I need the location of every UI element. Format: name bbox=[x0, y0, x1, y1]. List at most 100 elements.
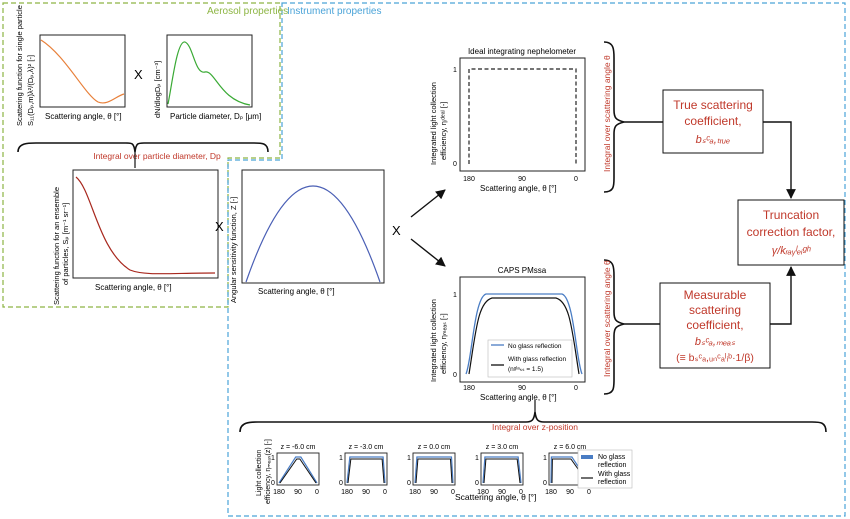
multiply-symbol-1: X bbox=[134, 67, 143, 82]
truncation-line3: γ/kᵣₐᵧˡₑᵢᵍʰ bbox=[772, 245, 811, 257]
integral-z-label: Integral over z-position bbox=[492, 422, 578, 432]
true-coef-line1: True scattering bbox=[673, 98, 753, 112]
nephelometer-ylabel-1: Integrated light collection bbox=[429, 82, 438, 165]
nephelometer-xtick-90: 90 bbox=[518, 176, 526, 183]
z-legend: No glass reflection With glass reflectio… bbox=[577, 449, 633, 489]
z-panel-ytick-0: 0 bbox=[543, 480, 547, 487]
angular-ylabel: Angular sensitivity function, Z [-] bbox=[229, 197, 238, 303]
z-panel-xtick: 0 bbox=[519, 489, 523, 496]
ensemble-curve bbox=[75, 176, 216, 275]
caps-legend-no-glass: No glass reflection bbox=[508, 343, 562, 350]
truncation-line1: Truncation bbox=[763, 208, 819, 222]
z-xlabel: Scattering angle, θ [°] bbox=[455, 492, 536, 502]
caps-xlabel: Scattering angle, θ [°] bbox=[480, 393, 557, 402]
caps-ylabel-1: Integrated light collection bbox=[429, 299, 438, 382]
caps-ylabel-2: efficiency, ηₘₑₐₛ [-] bbox=[439, 313, 448, 374]
z-panel-xtick: 90 bbox=[430, 489, 438, 496]
z-panel-xtick: 90 bbox=[498, 489, 506, 496]
z-curve-no-glass bbox=[482, 456, 522, 484]
integral-angle-label-top: Integral over scattering angle θ bbox=[602, 55, 612, 172]
z-panel-frame bbox=[344, 452, 388, 486]
single-particle-ylabel-2: S₁₁(Dₚ,m)λ²/(Dₚ,λ)² [-] bbox=[26, 55, 35, 126]
nephelometer-ytick-1: 1 bbox=[453, 67, 457, 74]
single-particle-curve bbox=[40, 39, 125, 104]
z-panel-ytick-0: 0 bbox=[271, 480, 275, 487]
z-panel-label: z = 6.0 cm bbox=[554, 444, 587, 451]
true-coefficient-box: True scattering coefficient, bₛᶜₐ,ₜᵣᵤₑ bbox=[662, 89, 764, 154]
z-panel-ytick-0: 0 bbox=[475, 480, 479, 487]
multiply-symbol-2: X bbox=[215, 219, 224, 234]
size-distribution-curve bbox=[167, 41, 251, 106]
z-panel-xtick: 0 bbox=[383, 489, 387, 496]
ensemble-ylabel-2: of particles, Sₚ [m⁻¹ sr⁻¹] bbox=[61, 203, 70, 285]
single-particle-xlabel: Scattering angle, θ [°] bbox=[45, 112, 122, 121]
caps-legend-with-glass: With glass reflection bbox=[508, 356, 567, 363]
caps-xtick-0: 0 bbox=[574, 385, 578, 392]
z-panel-label: z = 0.0 cm bbox=[418, 444, 451, 451]
arrow-measurable-to-truncation bbox=[770, 266, 796, 325]
nephelometer-title: Ideal integrating nephelometer bbox=[468, 47, 576, 56]
aerosol-region-title: Aerosol properties bbox=[207, 6, 288, 17]
z-panel-ytick-0: 0 bbox=[339, 480, 343, 487]
z-panel-frame bbox=[480, 452, 524, 486]
size-distribution-xlabel: Particle diameter, Dₚ [μm] bbox=[170, 112, 261, 121]
z-panel-xtick: 90 bbox=[566, 489, 574, 496]
angular-curve bbox=[245, 185, 381, 283]
z-panel-ytick-1: 1 bbox=[339, 455, 343, 462]
ensemble-scattering-panel: Scattering function for an ensemble of p… bbox=[52, 169, 219, 305]
nephelometer-ylabel-2: efficiency, ηᵢᵈᵉᵃˡ [-] bbox=[439, 102, 448, 160]
z-panel-xtick: 180 bbox=[341, 489, 353, 496]
z-panel-xtick: 90 bbox=[294, 489, 302, 496]
z-curve-with-glass bbox=[415, 458, 453, 484]
measurable-line2: scattering bbox=[689, 303, 741, 317]
z-panel-xtick: 180 bbox=[273, 489, 285, 496]
aerosol-region-border bbox=[2, 2, 281, 308]
angular-xlabel: Scattering angle, θ [°] bbox=[258, 287, 335, 296]
integral-angle-label-bottom: Integral over scattering angle θ bbox=[602, 260, 612, 377]
z-panel-label: z = 3.0 cm bbox=[486, 444, 519, 451]
arrow-true-to-truncation bbox=[763, 121, 796, 199]
z-legend-no-glass-1: No glass bbox=[598, 454, 626, 461]
caps-panel: CAPS PMssa No glass reflection With glas… bbox=[429, 266, 586, 402]
z-panel-xtick: 0 bbox=[315, 489, 319, 496]
arrow-to-nephelometer bbox=[410, 189, 446, 218]
z-panel-label: z = -3.0 cm bbox=[349, 444, 384, 451]
truncation-factor-box: Truncation correction factor, γ/kᵣₐᵧˡₑᵢᵍ… bbox=[737, 199, 845, 266]
nephelometer-panel: Ideal integrating nephelometer 1 0 180 9… bbox=[429, 47, 586, 193]
z-curve-no-glass bbox=[278, 456, 318, 484]
z-panel-frame bbox=[276, 452, 320, 486]
integral-dp-label: Integral over particle diameter, Dp bbox=[93, 151, 221, 161]
z-panel-xtick: 0 bbox=[587, 489, 591, 496]
nephelometer-xtick-0: 0 bbox=[574, 176, 578, 183]
true-coef-line2: coefficient, bbox=[684, 114, 741, 128]
caps-with-glass-curve bbox=[468, 297, 580, 375]
measurable-line3: coefficient, bbox=[686, 318, 743, 332]
size-distribution-panel: dN/dlogDₚ [cm⁻³] Particle diameter, Dₚ [… bbox=[153, 34, 261, 121]
z-legend-with-glass-1: With glass bbox=[598, 471, 631, 478]
instrument-region-title: Instrument properties bbox=[287, 6, 382, 17]
z-panel-ytick-0: 0 bbox=[407, 480, 411, 487]
z-panel-ytick-1: 1 bbox=[543, 455, 547, 462]
z-curve-with-glass bbox=[347, 458, 385, 484]
z-panel-ytick-1: 1 bbox=[475, 455, 479, 462]
z-legend-no-glass-2: reflection bbox=[598, 462, 627, 469]
caps-legend-nglass: (nᵍˡᵃₛₛ = 1.5) bbox=[508, 366, 543, 373]
measurable-line4: bₛᶜₐ,ₘₑₐₛ bbox=[695, 336, 736, 348]
caps-ytick-0: 0 bbox=[453, 372, 457, 379]
caps-xtick-180: 180 bbox=[463, 385, 475, 392]
angular-sensitivity-panel: Angular sensitivity function, Z [-] Scat… bbox=[229, 169, 385, 303]
z-curve-with-glass bbox=[483, 458, 521, 484]
single-particle-ylabel-1: Scattering function for single particle bbox=[15, 5, 24, 126]
z-ylabel-1: Light collection bbox=[256, 450, 263, 496]
z-panel-ytick-1: 1 bbox=[271, 455, 275, 462]
caps-legend-box bbox=[487, 339, 573, 378]
z-legend-with-glass-2: reflection bbox=[598, 479, 627, 486]
measurable-coefficient-box: Measurable scattering coefficient, bₛᶜₐ,… bbox=[659, 282, 771, 369]
caps-ytick-1: 1 bbox=[453, 292, 457, 299]
ensemble-ylabel-1: Scattering function for an ensemble bbox=[52, 187, 61, 305]
nephelometer-ytick-0: 0 bbox=[453, 161, 457, 168]
